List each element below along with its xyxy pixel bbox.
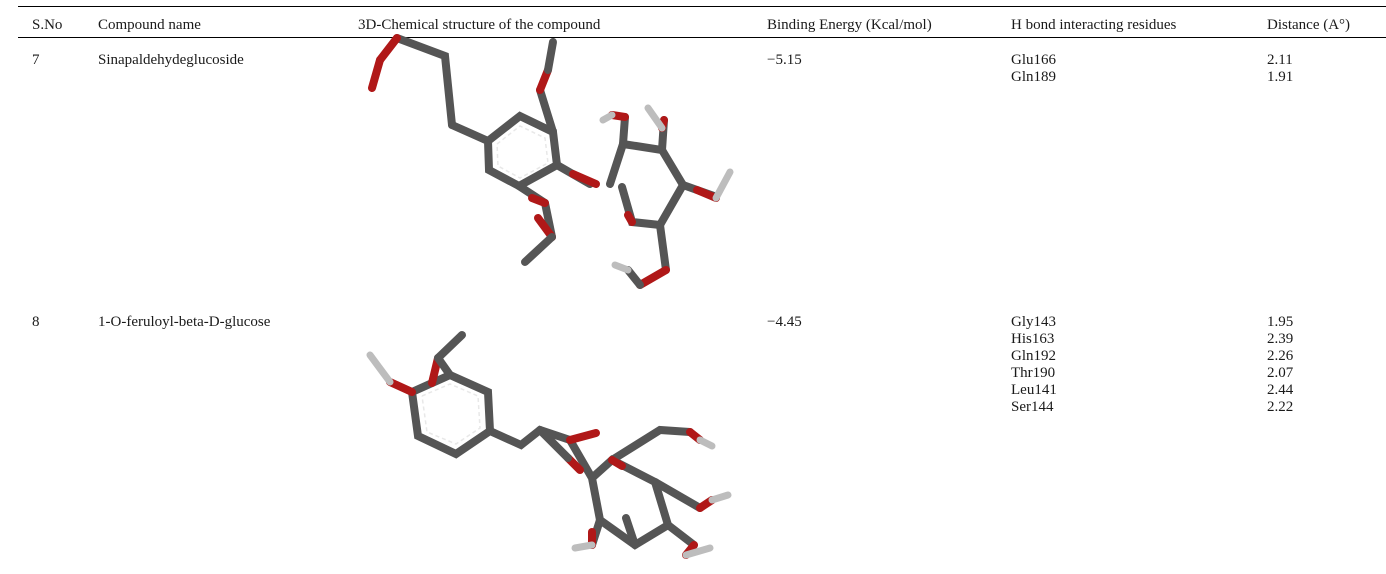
- row-residues: Gly143 His163 Gln192 Thr190 Leu141 Ser14…: [1011, 314, 1057, 416]
- residue: Glu166: [1011, 52, 1056, 68]
- residue: His163: [1011, 331, 1055, 347]
- header-structure: 3D-Chemical structure of the compound: [358, 17, 601, 33]
- distance: 2.26: [1267, 348, 1294, 364]
- distance: 2.39: [1267, 331, 1294, 347]
- distance: 2.44: [1267, 382, 1294, 398]
- molecule-sinapaldehydeglucoside: [368, 34, 734, 289]
- header-distance: Distance (A°): [1267, 17, 1351, 33]
- row-residues: Glu166 Gln189: [1011, 52, 1056, 86]
- distance: 2.22: [1267, 399, 1294, 415]
- molecule-feruloyl-glucose: [366, 331, 732, 559]
- distance: 2.11: [1267, 52, 1293, 68]
- residue: Thr190: [1011, 365, 1056, 381]
- residue: Leu141: [1011, 382, 1057, 398]
- residue: Gln192: [1011, 348, 1056, 364]
- row-sno: 8: [32, 314, 40, 330]
- row-distances: 2.11 1.91: [1267, 52, 1293, 86]
- row-sno: 7: [32, 52, 40, 68]
- row-distances: 1.95 2.39 2.26 2.07 2.44 2.22: [1267, 314, 1293, 416]
- residue: Gln189: [1011, 69, 1056, 85]
- row-compound-name: 1-O-feruloyl-beta-D-glucose: [98, 314, 271, 330]
- header-sno: S.No: [32, 17, 63, 33]
- table-header-rule: [18, 37, 1386, 38]
- row-compound-name: Sinapaldehydeglucoside: [98, 52, 244, 68]
- row-binding-energy: −4.45: [767, 314, 802, 330]
- row-binding-energy: −5.15: [767, 52, 802, 68]
- header-compound-name: Compound name: [98, 17, 201, 33]
- header-binding-energy: Binding Energy (Kcal/mol): [767, 17, 932, 33]
- residue: Ser144: [1011, 399, 1054, 415]
- distance: 2.07: [1267, 365, 1294, 381]
- distance: 1.91: [1267, 69, 1294, 85]
- residue: Gly143: [1011, 314, 1056, 330]
- table-top-rule: [18, 6, 1386, 8]
- distance: 1.95: [1267, 314, 1294, 330]
- header-residues: H bond interacting residues: [1011, 17, 1177, 33]
